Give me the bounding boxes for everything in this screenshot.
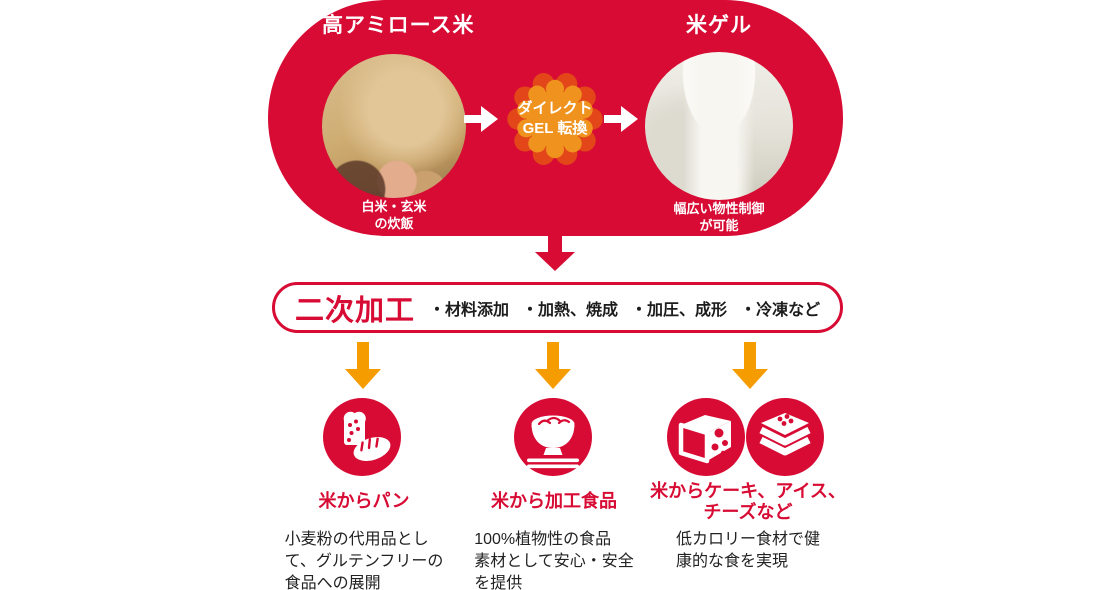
badge-line1: ダイレクト	[517, 100, 593, 117]
rice-gel-title: 米ゲル	[686, 14, 752, 37]
rice-photo-caption: 白米・玄米 の炊飯	[361, 199, 427, 231]
output-label-bread: 米からパン	[318, 491, 410, 511]
rice-gel-photo	[645, 52, 793, 200]
starburst-icon	[507, 73, 603, 165]
secondary-processing-title: 二次加工	[295, 294, 416, 327]
orange-down-arrow-head	[345, 369, 381, 389]
processing-methods-list: ・材料添加 ・加熱、焼成 ・加圧、成形 ・冷凍など	[429, 296, 820, 320]
output-description-processed-food: 100%植物性の食品 素材として安心・安全 を提供	[454, 529, 654, 590]
red-down-arrow-icon	[548, 236, 562, 253]
badge-label: ダイレクト GEL 転換	[503, 67, 607, 171]
output-description-bread: 小麦粉の代用品とし て、グルテンフリーの 食品への展開	[264, 529, 464, 590]
description-text: 低カロリー食材で健 康的な食を実現	[675, 531, 820, 570]
orange-down-arrow-icon	[357, 342, 369, 369]
output-description-cake-ice-cheese: 低カロリー食材で健 康的な食を実現	[638, 529, 858, 573]
rice-grains-photo	[322, 54, 466, 198]
cheese-icon	[667, 398, 745, 476]
orange-down-arrow-icon	[744, 342, 756, 369]
processing-method: ・材料添加	[429, 301, 510, 319]
direct-gel-conversion-badge: ダイレクト GEL 転換	[503, 67, 607, 171]
high-amylose-rice-title: 高アミロース米	[322, 14, 475, 37]
orange-down-arrow-icon	[547, 342, 559, 369]
processing-method: ・冷凍など	[740, 301, 821, 319]
description-text: 100%植物性の食品 素材として安心・安全 を提供	[474, 531, 634, 590]
badge-line2: GEL 転換	[522, 120, 588, 137]
orange-down-arrow-head	[732, 369, 768, 389]
output-label-cake-ice-cheese: 米からケーキ、アイス、 チーズなど	[650, 481, 846, 522]
cake-icon	[746, 398, 824, 476]
processing-method: ・加熱、焼成	[522, 301, 619, 319]
bread-icon	[323, 398, 401, 476]
right-arrow-icon	[604, 106, 638, 132]
rice-bowl-icon	[514, 398, 592, 476]
secondary-processing-box: 二次加工 ・材料添加 ・加熱、焼成 ・加圧、成形 ・冷凍など	[272, 282, 843, 333]
red-down-arrow-head	[535, 252, 575, 271]
right-arrow-icon	[464, 106, 498, 132]
orange-down-arrow-head	[535, 369, 571, 389]
gel-photo-caption: 幅広い物性制御 が可能	[673, 201, 765, 233]
description-text: 小麦粉の代用品とし て、グルテンフリーの 食品への展開	[284, 531, 444, 590]
output-label-processed-food: 米から加工食品	[491, 491, 617, 511]
processing-method: ・加圧、成形	[631, 301, 728, 319]
